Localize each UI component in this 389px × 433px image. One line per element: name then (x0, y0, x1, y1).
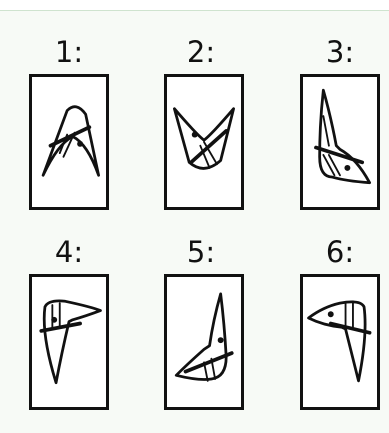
bird-shape-icon (303, 77, 377, 207)
option-6-label: 6: (295, 236, 385, 268)
option-1-box[interactable] (29, 74, 109, 210)
option-2-box[interactable] (164, 74, 244, 210)
bird-shape-icon (167, 77, 241, 207)
option-4-box[interactable] (29, 274, 109, 410)
option-5-box[interactable] (164, 274, 244, 410)
bird-shape-icon (32, 77, 106, 207)
option-4-label: 4: (24, 236, 114, 268)
option-6-box[interactable] (300, 274, 380, 410)
bird-shape-icon (303, 277, 377, 407)
option-1-label: 1: (24, 36, 114, 68)
option-5-label: 5: (156, 236, 246, 268)
option-3-box[interactable] (300, 74, 380, 210)
option-3-label: 3: (295, 36, 385, 68)
bird-shape-icon (167, 277, 241, 407)
bird-shape-icon (32, 277, 106, 407)
top-border (0, 0, 389, 11)
option-2-label: 2: (156, 36, 246, 68)
